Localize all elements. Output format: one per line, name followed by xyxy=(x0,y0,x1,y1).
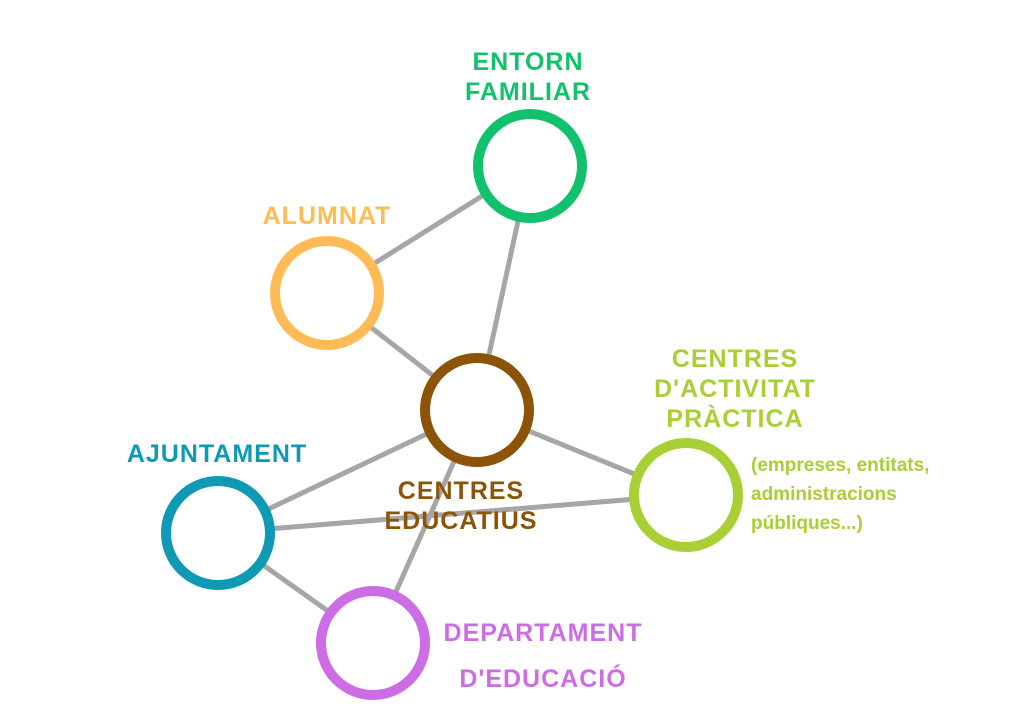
label-line: CENTRES xyxy=(672,345,798,373)
label-line: EDUCATIUS xyxy=(385,507,538,535)
label-centres-educatius: CENTRES EDUCATIUS xyxy=(385,477,538,535)
label-entorn-familiar: ENTORN FAMILIAR xyxy=(465,48,591,106)
nodes xyxy=(161,109,743,700)
note-line: administracions xyxy=(751,484,897,505)
label-departament-educacio: DEPARTAMENT D'EDUCACIÓ xyxy=(444,619,643,693)
node-circle-centres xyxy=(420,353,534,467)
label-line: FAMILIAR xyxy=(465,78,591,106)
label-centres-activitat: CENTRES D'ACTIVITAT PRÀCTICA (empreses, … xyxy=(654,345,929,534)
node-circle-activitat xyxy=(629,438,743,552)
label-line: ENTORN xyxy=(472,48,583,76)
note-line: públiques...) xyxy=(751,513,863,534)
label-ajuntament: AJUNTAMENT xyxy=(127,440,307,468)
node-circle-entorn xyxy=(473,109,587,223)
label-line: AJUNTAMENT xyxy=(127,440,307,468)
label-line: D'ACTIVITAT xyxy=(654,375,816,403)
label-alumnat: ALUMNAT xyxy=(263,202,392,230)
note-line: (empreses, entitats, xyxy=(751,455,929,476)
node-circle-alumnat xyxy=(270,236,384,350)
label-line: D'EDUCACIÓ xyxy=(459,663,626,693)
label-line: PRÀCTICA xyxy=(666,404,803,433)
node-circle-ajuntament xyxy=(161,476,275,590)
label-line: CENTRES xyxy=(398,477,524,505)
edge-ajuntament-activitat xyxy=(217,492,687,536)
node-circle-departament xyxy=(316,586,430,700)
label-line: DEPARTAMENT xyxy=(444,619,643,647)
label-line: ALUMNAT xyxy=(263,202,392,230)
